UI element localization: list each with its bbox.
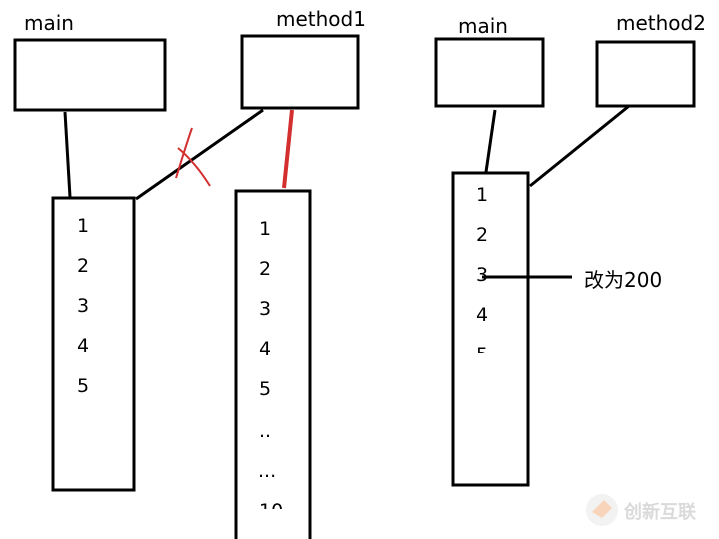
method1-stack-box <box>240 34 360 110</box>
array-b-item: 3 <box>259 298 271 320</box>
array-a-item: 2 <box>77 255 89 277</box>
method2-stack-box <box>595 40 696 108</box>
method1-label: method1 <box>276 7 366 31</box>
array-b-item: 1 <box>259 218 271 240</box>
array-b-item: .. <box>259 420 271 442</box>
watermark: 创新互联 <box>586 494 696 526</box>
array-right-cutoff <box>470 353 500 367</box>
cross-mark-stroke-2 <box>177 147 211 187</box>
array-right-item: 1 <box>476 184 488 206</box>
array-b-item: 2 <box>259 258 271 280</box>
annotation-text: 改为200 <box>584 268 662 292</box>
array-b-cutoff <box>238 509 308 539</box>
array-b-item: 4 <box>259 338 271 360</box>
array-a-item: 3 <box>77 295 89 317</box>
watermark-text: 创新互联 <box>623 501 696 523</box>
array-a-box <box>51 196 136 492</box>
array-a-item: 5 <box>77 375 89 397</box>
main-stack-box-left <box>13 38 167 112</box>
array-right-item: 3 <box>476 264 488 286</box>
method1-to-array-b-arrow <box>282 109 294 189</box>
method2-to-array-arrow <box>529 104 630 188</box>
watermark-logo-mark <box>592 500 612 518</box>
main-stack-box-right <box>434 37 545 108</box>
method1-to-array-a-arrow <box>135 108 264 201</box>
array-b-item: 5 <box>259 378 271 400</box>
array-b-box <box>234 189 312 539</box>
array-a-item: 1 <box>77 215 89 237</box>
main-to-array-a-arrow <box>63 111 72 198</box>
array-a-item: 4 <box>77 335 89 357</box>
main-label-right: main <box>458 14 508 38</box>
main-label-left: main <box>24 11 74 35</box>
array-right-item: 4 <box>476 304 488 326</box>
array-b-item: ... <box>258 460 276 482</box>
array-right-box <box>451 171 530 487</box>
method2-label: method2 <box>616 11 706 35</box>
array-right-item: 2 <box>476 224 488 246</box>
main-to-array-arrow-right <box>484 109 497 173</box>
